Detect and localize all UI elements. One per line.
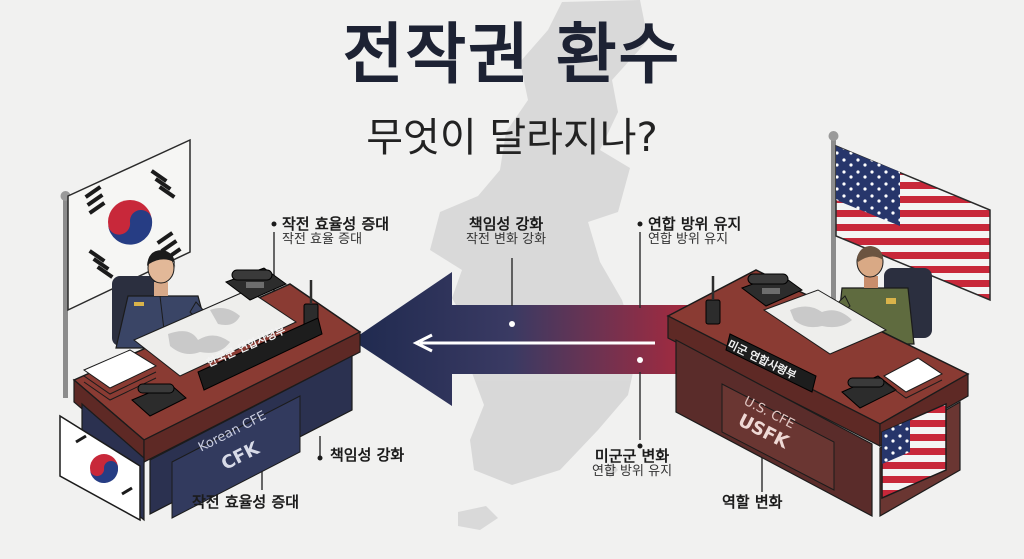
korean-officer	[112, 250, 215, 349]
callout-right-bottom: 역할 변화	[722, 493, 783, 511]
transfer-arrow	[352, 272, 707, 406]
callout-right-top-main: 연합 방위 유지	[648, 215, 742, 233]
us-nameplate-block	[725, 333, 817, 393]
us-flag-icon	[835, 144, 991, 302]
callout-dots	[271, 221, 643, 461]
korea-flag-icon	[67, 138, 191, 312]
telephone-icon	[224, 267, 287, 301]
document-stack-icon	[883, 357, 943, 399]
callout-right-top: 연합 방위 유지 연합 방위 유지	[648, 215, 742, 248]
callout-left-top-sub: 작전 효율 증대	[282, 232, 363, 248]
callout-left-mid: 책임성 강화	[330, 446, 405, 464]
callout-center-bottom-sub: 연합 방위 유지	[592, 464, 673, 480]
callout-center-bottom-main: 미군군 변화	[594, 447, 670, 465]
callout-center-top-sub: 작전 변화 강화	[466, 232, 547, 248]
page-subtitle: 무엇이 달라지나?	[366, 115, 658, 161]
callout-left-top-main: 작전 효율성 증대	[282, 215, 390, 233]
callout-right-top-sub: 연합 방위 유지	[648, 232, 729, 248]
callout-left-top: 작전 효율성 증대 작전 효율 증대	[282, 215, 390, 248]
callout-right-bottom-main: 역할 변화	[722, 493, 783, 511]
radio-icon	[705, 276, 721, 325]
telephone-icon	[740, 273, 803, 307]
callout-left-bottom: 작전 효율성 증대	[192, 493, 300, 511]
callout-center-top: 책임성 강화 작전 변화 강화	[466, 215, 547, 248]
telephone-icon	[131, 383, 187, 417]
document-stack-icon	[82, 349, 158, 401]
callout-left-mid-main: 책임성 강화	[330, 446, 405, 464]
telephone-icon	[841, 375, 897, 409]
callout-center-bottom: 미군군 변화 연합 방위 유지	[592, 447, 673, 480]
us-desk	[666, 269, 970, 518]
callout-left-bottom-main: 작전 효율성 증대	[192, 493, 300, 511]
page-title: 전작권 환수	[342, 16, 682, 93]
us-flag-pole	[828, 131, 839, 388]
korean-nameplate-block	[197, 317, 323, 391]
callout-center-top-main: 책임성 강화	[468, 215, 544, 233]
